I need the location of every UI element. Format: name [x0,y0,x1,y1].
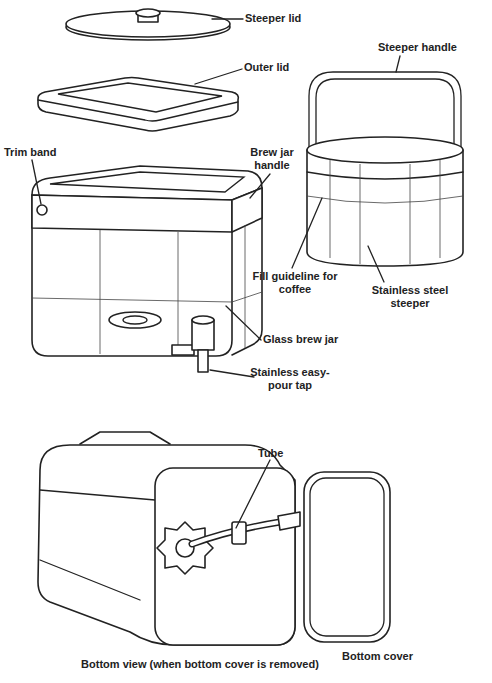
part-label: Glass brew jar [263,333,373,346]
part-label: Outer lid [244,61,334,74]
part-label: Tube [258,447,308,460]
bottom-cover [304,472,390,642]
part-label: Stainless steel steeper [360,284,460,310]
part-label: Stainless easy-pour tap [246,366,334,392]
part-label: Bottom cover [330,650,425,663]
part-label: Fill guideline for coffee [250,270,340,296]
view-caption: Bottom view (when bottom cover is remove… [40,658,360,671]
brew-jar-bottom-view [38,432,300,645]
steeper [307,72,463,266]
part-label: Trim band [4,146,84,159]
leader-lines [32,19,400,528]
brew-jar [32,166,262,372]
part-label: Steeper lid [245,12,335,25]
outer-lid [38,78,238,132]
steeper-lid [66,9,230,40]
part-label: Brew jar handle [242,146,302,172]
part-label: Steeper handle [378,41,488,54]
